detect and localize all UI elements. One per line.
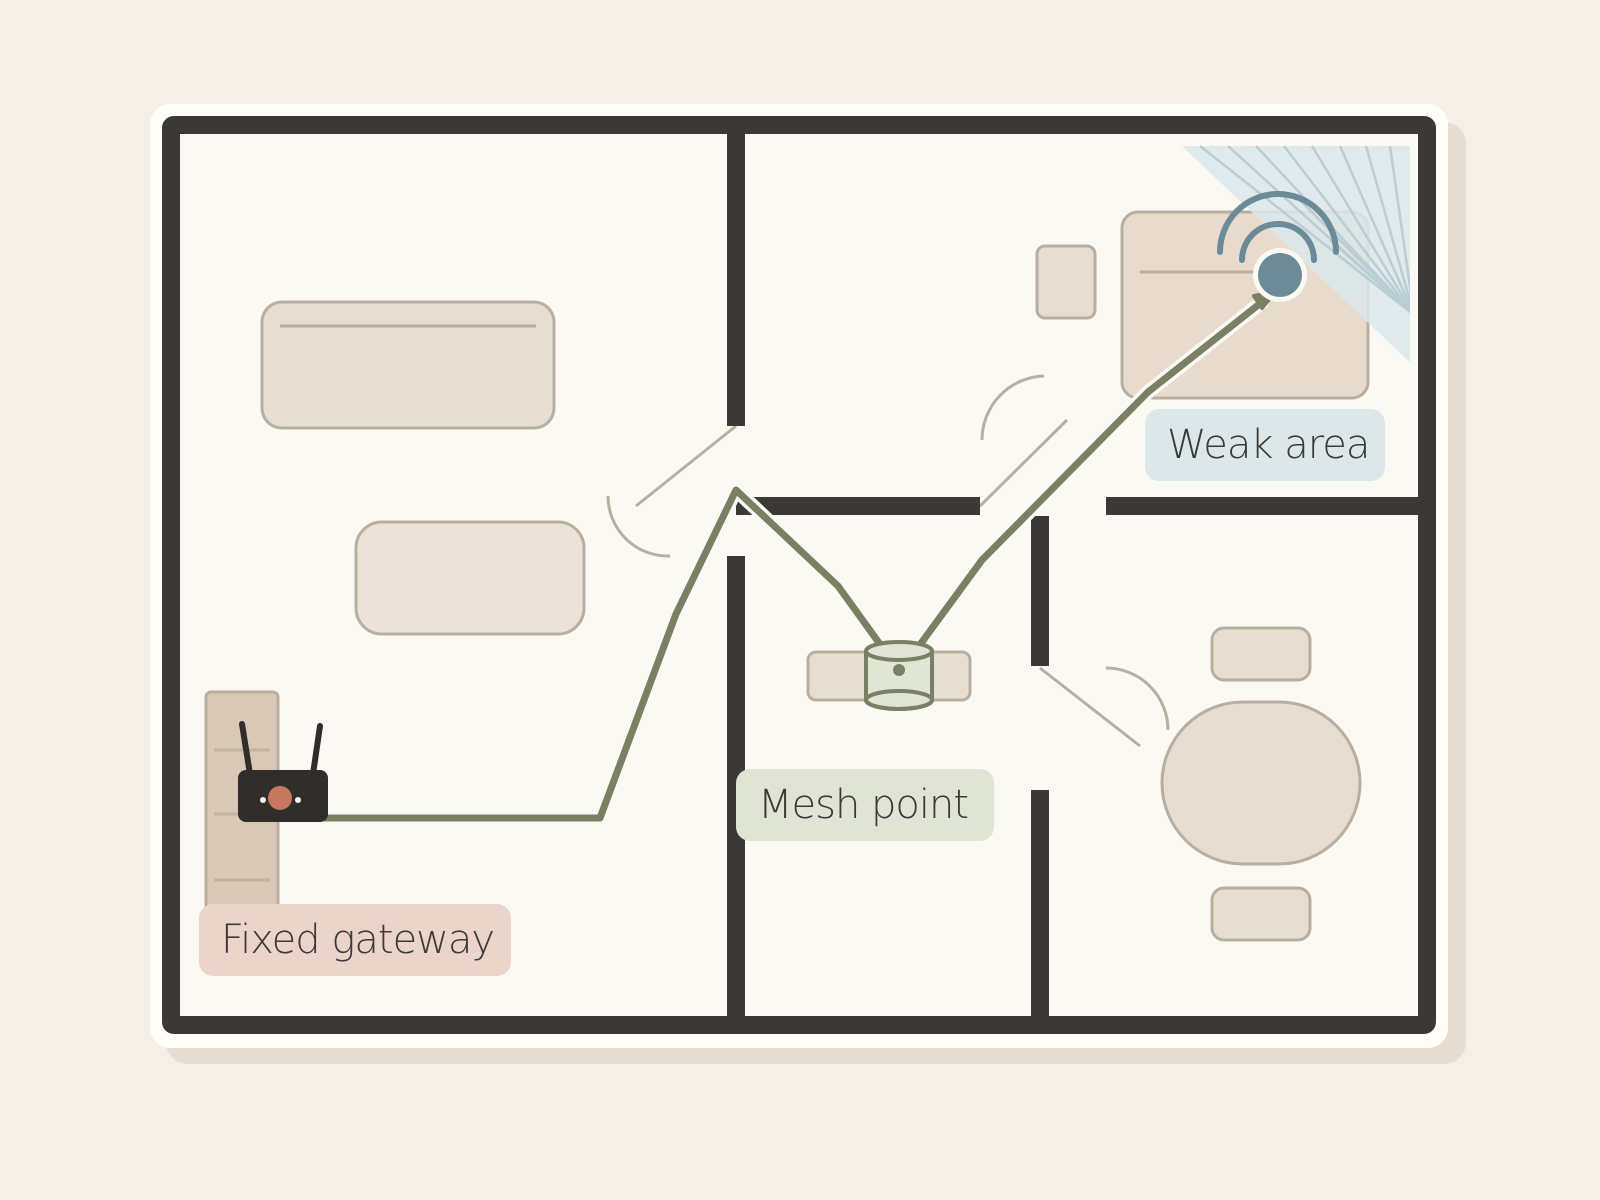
mesh-node-icon bbox=[864, 640, 934, 711]
furniture-chair-bottom bbox=[1210, 886, 1312, 942]
wifi-signal-icon bbox=[1217, 191, 1339, 302]
label-weak-area: Weak area bbox=[1145, 409, 1385, 481]
weak-area-zone bbox=[1182, 145, 1410, 363]
router-icon bbox=[238, 721, 328, 822]
door-swings bbox=[606, 374, 1170, 748]
furniture-coffee-table bbox=[354, 520, 586, 636]
label-mesh-point: Mesh point bbox=[736, 769, 994, 841]
signal-path bbox=[295, 290, 1277, 825]
label-fixed-gateway: Fixed gateway bbox=[199, 904, 511, 976]
furniture-dining-table bbox=[1160, 700, 1362, 866]
furniture-nightstand bbox=[1035, 244, 1097, 320]
furniture-sofa bbox=[260, 300, 556, 430]
furniture-chair-top bbox=[1210, 626, 1312, 682]
